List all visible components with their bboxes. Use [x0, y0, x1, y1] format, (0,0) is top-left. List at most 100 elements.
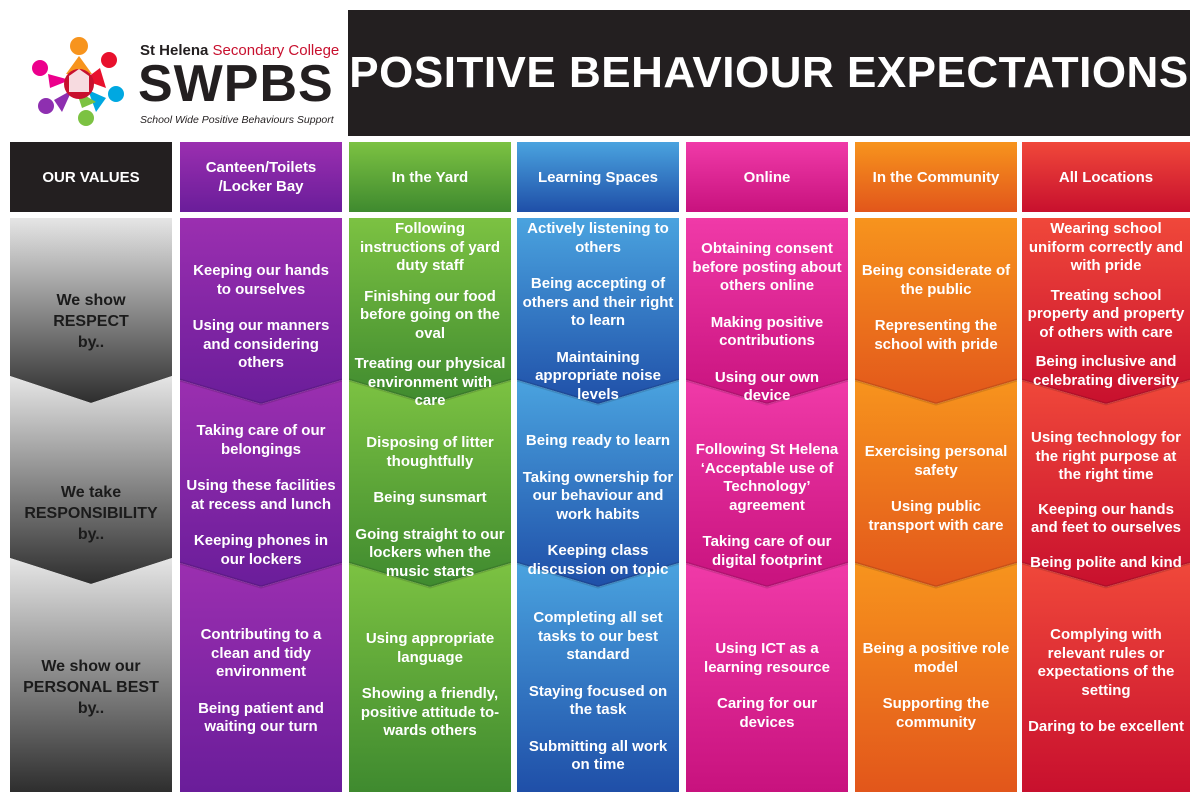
row-responsibility-cell: Using technology for the right purpose a…: [1022, 429, 1190, 572]
expectation-text: Actively listening to others: [527, 220, 669, 256]
value-responsibility: We take RESPONSIBILITY by..: [24, 484, 158, 543]
expectation-text: Treating our physical environment with c…: [354, 355, 506, 409]
column-chevron-background: [349, 218, 511, 792]
chevron-divider: [180, 561, 342, 589]
expectation-text: Exercising personal safety: [864, 443, 1008, 479]
value-respect: We show RESPECT by..: [53, 292, 129, 351]
row-responsibility-cell: Following St Helena ‘Acceptable use of T…: [686, 441, 848, 570]
expectation-text: Using our manners and considering others: [192, 317, 330, 371]
expectation-text: Taking ownership for our behaviour and w…: [522, 468, 674, 523]
row-personal-best-cell: Using appropriate language Showing a fri…: [349, 630, 511, 741]
expectation-text: Being polite and kind: [1030, 553, 1182, 571]
expectation-text: Being considerate of the public: [861, 262, 1011, 298]
expectation-text: Being patient and waiting our turn: [198, 699, 324, 736]
column-yard: Following instructions of yard duty staf…: [349, 218, 511, 792]
column-heading-all-locations: All Locations: [1022, 142, 1190, 212]
chevron-personal-best: [180, 563, 342, 792]
row-personal-best-cell: Complying with relevant rules or expecta…: [1022, 626, 1190, 737]
chevron-personal-best: [1022, 563, 1190, 792]
column-chevron-background: [686, 218, 848, 792]
chevron-respect: [349, 218, 511, 404]
expectation-text: Following instructions of yard duty staf…: [359, 220, 501, 274]
chevron-respect: [686, 218, 848, 404]
row-respect-cell: Actively listening to others Being accep…: [517, 220, 679, 404]
expectation-text: Contributing to a clean and tidy environ…: [200, 626, 322, 680]
school-name-part1: St Helena: [140, 42, 209, 59]
expectation-text: Representing the school with pride: [874, 317, 998, 353]
column-heading-yard: In the Yard: [349, 142, 511, 212]
value-personal-best: We show our PERSONAL BEST by..: [23, 658, 159, 717]
expectation-text: Supporting the community: [882, 695, 990, 731]
column-chevron-background: [1022, 218, 1190, 792]
expectation-text: Complying with relevant rules or expecta…: [1037, 626, 1175, 699]
chevron-divider: [349, 561, 511, 589]
chevron-personal-best: [686, 563, 848, 792]
column-heading-canteen: Canteen/Toilets /Locker Bay: [180, 142, 342, 212]
column-all-locations: Wearing school uniform correctly and wit…: [1022, 218, 1190, 792]
row-responsibility-cell: Being ready to learn Taking ownership fo…: [517, 432, 679, 579]
row-responsibility-cell: Exercising personal safety Using public …: [855, 443, 1017, 535]
expectation-text: Disposing of litter thoughtfully: [366, 434, 494, 470]
expectation-text: Finishing our food before going on the o…: [360, 287, 500, 342]
expectation-text: Submitting all work on time: [528, 737, 668, 774]
chevron-divider: [855, 561, 1017, 589]
expectation-text: Wearing school uniform correctly and wit…: [1028, 220, 1184, 274]
expectation-text: Keeping class discussion on topic: [527, 542, 669, 578]
values-column: We show RESPECT by.. We take RESPONSIBIL…: [10, 218, 172, 792]
school-logo: St Helena Secondary College SWPBS School…: [10, 10, 340, 130]
column-chevron-background: [517, 218, 679, 792]
values-heading-label: OUR VALUES: [42, 168, 140, 186]
row-responsibility-cell: Disposing of litter thoughtfully Being s…: [349, 434, 511, 581]
expectation-text: Using technology for the right purpose a…: [1031, 429, 1181, 483]
chevron-divider: [517, 561, 679, 589]
chevron-respect: [180, 218, 342, 404]
row-responsibility-cell: Taking care of our belongings Using thes…: [180, 422, 342, 569]
expectation-text: Using appropriate language: [365, 630, 495, 666]
values-chevron-background: [10, 218, 172, 792]
expectation-text: Using public transport with care: [868, 498, 1004, 534]
chevron-responsibility: [1022, 380, 1190, 587]
values-heading: OUR VALUES: [10, 142, 172, 212]
column-heading-label: Learning Spaces: [537, 168, 659, 186]
expectation-text: Showing a friendly, positive attitude to…: [360, 685, 500, 739]
column-heading-online: Online: [686, 142, 848, 212]
expectation-text: Keeping phones in our lockers: [193, 532, 329, 568]
row-respect-cell: Wearing school uniform correctly and wit…: [1022, 220, 1190, 390]
column-community: Being considerate of the public Represen…: [855, 218, 1017, 792]
expectation-text: Obtaining consent before posting about o…: [692, 240, 842, 294]
expectation-text: Keeping our hands to ourselves: [193, 262, 329, 298]
page-title: POSITIVE BEHAVIOUR EXPECTATIONS: [349, 48, 1189, 97]
row-personal-best-cell: Using ICT as a learning resource Caring …: [686, 640, 848, 732]
column-heading-learning-spaces: Learning Spaces: [517, 142, 679, 212]
row-personal-best-cell: Completing all set tasks to our best sta…: [517, 609, 679, 775]
chevron-divider: [686, 561, 848, 589]
column-heading-community: In the Community: [855, 142, 1017, 212]
school-name-part2: Secondary College: [212, 42, 340, 59]
expectation-text: Maintaining appropriate noise levels: [535, 348, 661, 403]
chevron-responsibility: [180, 380, 342, 587]
row-respect-cell: Being considerate of the public Represen…: [855, 262, 1017, 354]
expectation-text: Going straight to our lockers when the m…: [355, 525, 505, 580]
chevron-respect: [855, 218, 1017, 404]
expectation-text: Treating school property and property of…: [1027, 286, 1185, 341]
swpbs-logo-icon: [32, 37, 124, 126]
expectation-text: Using our own device: [714, 368, 820, 405]
chevron-responsibility: [349, 380, 511, 587]
column-canteen: Keeping our hands to ourselves Using our…: [180, 218, 342, 792]
expectation-text: Taking care of our digital footprint: [702, 533, 832, 569]
brand-name: SWPBS: [138, 55, 334, 113]
column-heading-label: In the Community: [872, 168, 1000, 186]
expectation-text: Taking care of our belongings: [196, 422, 326, 458]
expectation-text: Being sunsmart: [373, 489, 487, 506]
expectation-text: Being a positive role model: [862, 640, 1010, 676]
row-respect-cell: Following instructions of yard duty staf…: [349, 220, 511, 411]
column-heading-label: Online: [743, 168, 791, 186]
expectation-text: Daring to be excellent: [1028, 718, 1184, 735]
chevron-divider: [517, 378, 679, 406]
column-learning-spaces: Actively listening to others Being accep…: [517, 218, 679, 792]
expectation-text: Being inclusive and celebrating diversit…: [1033, 353, 1179, 389]
tagline: School Wide Positive Behaviours Support: [140, 114, 334, 126]
chevron-personal-best: [517, 563, 679, 792]
column-chevron-background: [855, 218, 1017, 792]
row-respect-cell: Obtaining consent before posting about o…: [686, 240, 848, 406]
